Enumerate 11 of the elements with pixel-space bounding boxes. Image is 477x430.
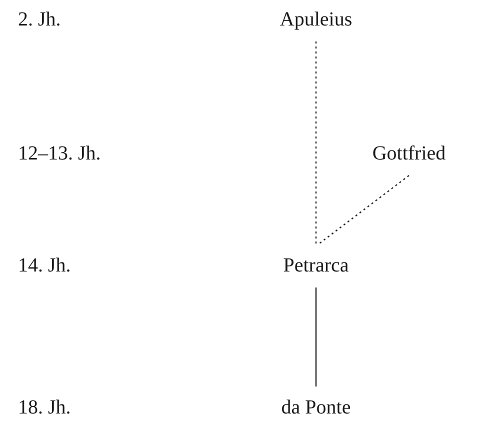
century-label: 18. Jh. [18,396,71,420]
name-label: Gottfried [372,142,446,164]
name-label: Petrarca [283,254,349,276]
connector-line [315,42,317,244]
connector-line [318,175,410,245]
name-label: Apuleius [280,8,352,30]
century-label: 14. Jh. [18,254,71,278]
century-label: 12–13. Jh. [18,142,101,166]
connector-line [315,288,317,386]
name-label: da Ponte [281,396,351,418]
century-label: 2. Jh. [18,8,61,32]
